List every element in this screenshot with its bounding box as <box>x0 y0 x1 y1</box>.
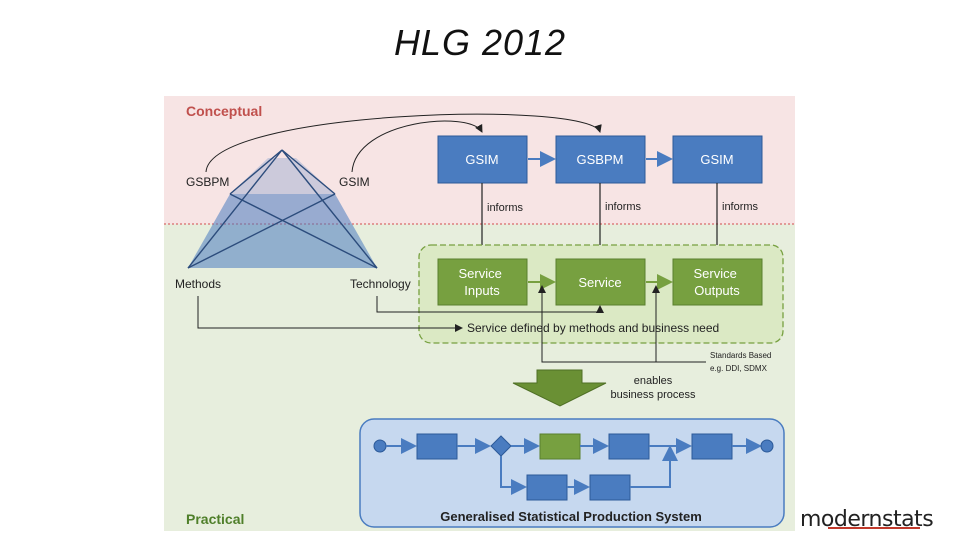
pyramid-edge <box>187 193 336 269</box>
modernstats-logo: modernstats <box>800 505 940 535</box>
service-outputs-line1: Service <box>694 266 737 281</box>
top-box-label: GSIM <box>700 152 733 167</box>
enables-label: business process <box>611 389 696 401</box>
pyramid-edge <box>229 149 283 195</box>
service-inputs-line2: Inputs <box>464 283 500 298</box>
service-outputs-line2: Outputs <box>694 283 740 298</box>
process-task <box>416 433 458 460</box>
service-box-service <box>555 258 646 306</box>
process-end-icon <box>760 439 774 453</box>
pyramid-body-top <box>230 158 335 194</box>
process-task <box>589 474 631 501</box>
enables-big-arrow <box>512 369 607 407</box>
technology-line <box>376 296 604 313</box>
arc-arrow-gsim <box>351 120 483 173</box>
process-task <box>691 433 733 460</box>
standards-line <box>652 285 706 363</box>
enables-label: enables <box>634 375 673 387</box>
logo-swoosh <box>828 527 920 529</box>
process-branch-line <box>630 445 678 488</box>
process-branch-line <box>500 456 527 495</box>
pyramid <box>187 149 378 269</box>
pyramid-label-methods: Methods <box>175 277 221 291</box>
service-box-outputs <box>672 258 763 306</box>
pyramid-label-gsbpm: GSBPM <box>186 175 229 189</box>
standards-line <box>538 285 706 363</box>
standards-label: Standards Based <box>710 351 771 360</box>
arc-arrow-gsbpm <box>205 113 602 173</box>
process-start-icon <box>373 439 387 453</box>
service-box-label: Service <box>578 275 621 290</box>
top-box-gsim-2 <box>672 135 763 184</box>
pyramid-edge <box>187 149 283 269</box>
service-box-inputs <box>437 258 528 306</box>
service-defined-label: Service defined by methods and business … <box>467 321 719 335</box>
methods-line <box>197 296 463 332</box>
informs-label: informs <box>605 201 642 213</box>
pyramid-body <box>188 194 377 268</box>
conceptual-label: Conceptual <box>186 103 262 119</box>
pyramid-label-technology: Technology <box>350 277 411 291</box>
informs-label: informs <box>722 201 759 213</box>
practical-label: Practical <box>186 511 244 527</box>
process-task <box>526 474 568 501</box>
gsps-label: Generalised Statistical Production Syste… <box>440 509 702 524</box>
service-box-label: Service Inputs <box>459 266 506 298</box>
service-inputs-line1: Service <box>459 266 502 281</box>
process-task <box>608 433 650 460</box>
pyramid-edge <box>229 193 378 269</box>
pyramid-label-gsim: GSIM <box>339 175 370 189</box>
pyramid-edge <box>281 149 378 269</box>
informs-label: informs <box>487 202 524 214</box>
slide-title: HLG 2012 <box>393 22 567 63</box>
top-box-label: GSBPM <box>577 152 624 167</box>
service-box-label: Service Outputs <box>694 266 741 298</box>
standards-label: e.g. DDI, SDMX <box>710 364 768 373</box>
top-box-label: GSIM <box>465 152 498 167</box>
pyramid-edge <box>281 149 336 195</box>
process-task-highlight <box>539 433 581 460</box>
